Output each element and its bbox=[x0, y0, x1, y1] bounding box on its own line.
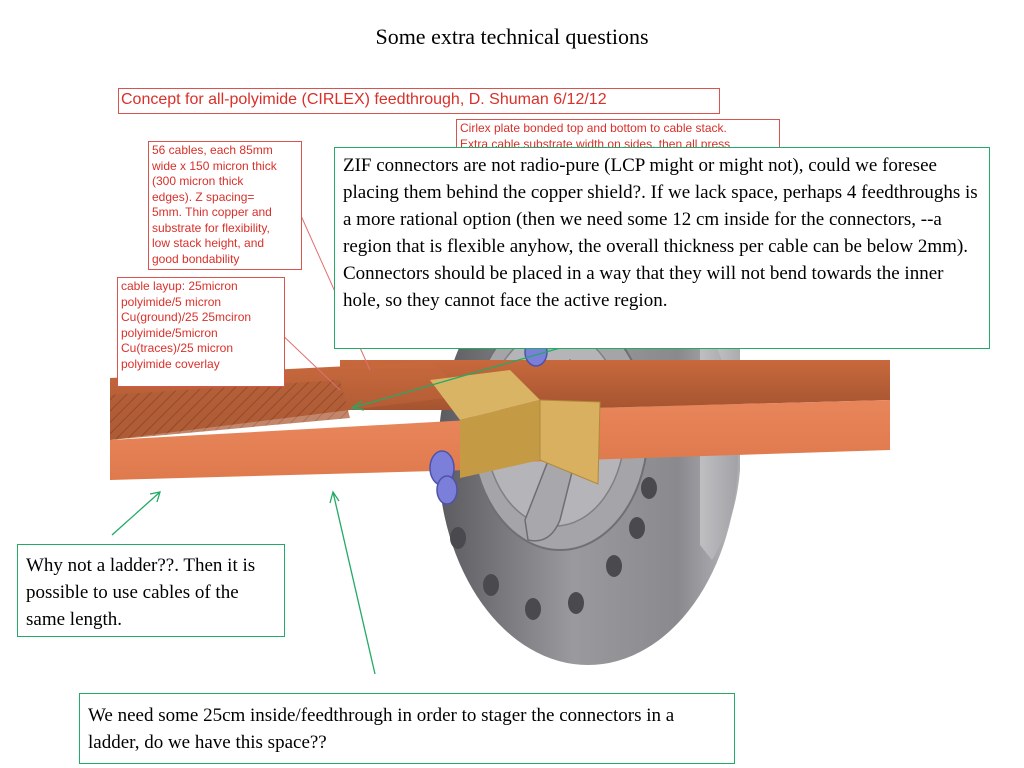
cables-note-line: good bondability bbox=[152, 251, 240, 266]
cables-note-line: edges). Z spacing= bbox=[152, 189, 255, 204]
zif-connectors-comment: ZIF connectors are not radio-pure (LCP m… bbox=[334, 147, 990, 349]
space-comment: We need some 25cm inside/feedthrough in … bbox=[79, 693, 735, 764]
cables-note-line: 5mm. Thin copper and bbox=[152, 205, 272, 219]
cable-stack bbox=[110, 360, 890, 480]
cables-note-line: 56 cables, each 85mm bbox=[152, 143, 273, 157]
cables-note-line: wide x 150 micron thick bbox=[152, 158, 277, 173]
slide-title: Some extra technical questions bbox=[375, 24, 649, 49]
cables-note-line: (300 micron thick bbox=[152, 174, 244, 188]
concept-title-note: Concept for all-polyimide (CIRLEX) feedt… bbox=[118, 88, 720, 114]
layup-note-line: Cu(ground)/25 25mciron bbox=[121, 310, 252, 324]
green-arrows bbox=[111, 347, 561, 675]
cables-note-line: low stack height, and bbox=[152, 236, 265, 250]
layup-note-line: polyimide/5micron bbox=[121, 325, 218, 340]
cable-layup-note: cable layup: 25micron polyimide/5 micron… bbox=[117, 277, 285, 387]
cirlex-note-line: Cirlex plate bonded top and bottom to ca… bbox=[460, 121, 727, 135]
cables-note: 56 cables, each 85mm wide x 150 micron t… bbox=[148, 141, 302, 270]
layup-note-line: polyimide/5 micron bbox=[121, 294, 222, 309]
cirlex-plate-note: Cirlex plate bonded top and bottom to ca… bbox=[456, 119, 780, 153]
connector-block bbox=[430, 370, 601, 485]
layup-note-line: Cu(traces)/25 micron bbox=[121, 341, 234, 355]
cables-note-line: substrate for flexibility, bbox=[152, 220, 270, 235]
layup-note-line: polyimide coverlay bbox=[121, 356, 220, 371]
ladder-comment: Why not a ladder??. Then it is possible … bbox=[17, 544, 285, 637]
layup-note-line: cable layup: 25micron bbox=[121, 279, 238, 293]
